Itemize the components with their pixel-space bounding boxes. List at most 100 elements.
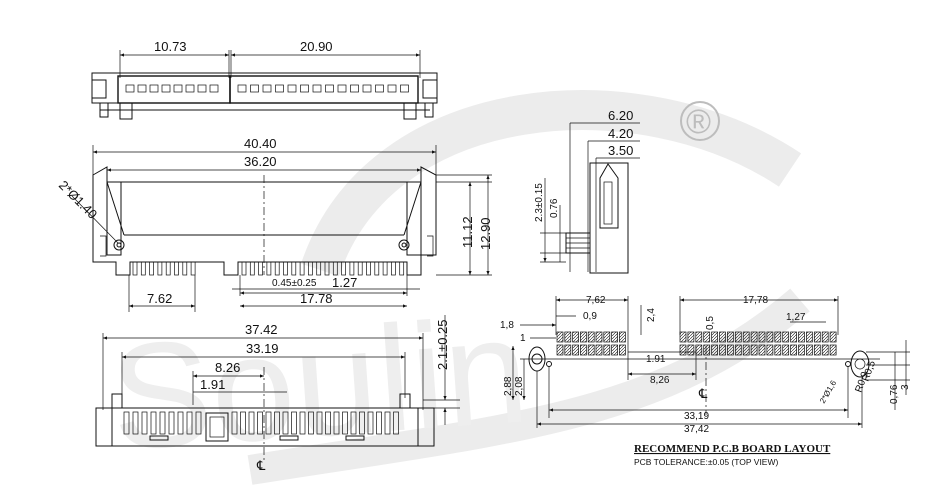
bottom-pin bbox=[384, 411, 391, 435]
pcb-pad bbox=[742, 331, 750, 343]
pcb-pad bbox=[687, 344, 695, 356]
front-pin bbox=[299, 261, 305, 276]
front-pin bbox=[349, 261, 355, 276]
pcb-pad bbox=[687, 331, 695, 343]
top-view: 10.73 20.90 bbox=[91, 39, 438, 120]
pcb-pad bbox=[711, 344, 718, 356]
bottom-pin bbox=[282, 411, 289, 435]
top-pin-window bbox=[337, 84, 347, 93]
front-pin bbox=[374, 261, 380, 276]
pcb-dim-33-19: 33,19 bbox=[684, 411, 709, 422]
dim-8-26: 8.26 bbox=[215, 360, 240, 375]
top-pin-window bbox=[350, 84, 359, 93]
pcb-pad bbox=[821, 344, 829, 356]
pcb-dim-0-5: 0,5 bbox=[705, 316, 716, 330]
pcb-dim-1: 1 bbox=[520, 333, 526, 344]
pcb-pad bbox=[619, 344, 626, 356]
pcb-pad bbox=[564, 344, 572, 356]
pcb-dim-0-9: 0,9 bbox=[583, 311, 597, 322]
pcb-pad bbox=[750, 344, 758, 356]
front-pin bbox=[132, 261, 138, 276]
dim-2-3-tol: 2.3±0.15 bbox=[534, 183, 545, 222]
pcb-pad bbox=[734, 344, 742, 356]
top-pin-window bbox=[362, 84, 372, 93]
front-pin bbox=[382, 261, 388, 276]
front-pin bbox=[249, 261, 255, 276]
dim-40-40: 40.40 bbox=[244, 136, 277, 151]
bottom-pin bbox=[132, 411, 139, 435]
front-pin bbox=[266, 261, 272, 276]
bottom-pin bbox=[159, 411, 166, 435]
bottom-pin bbox=[325, 411, 331, 435]
front-pin bbox=[174, 261, 179, 276]
bottom-pin bbox=[248, 411, 255, 435]
pcb-pad bbox=[774, 331, 782, 343]
pcb-pad bbox=[679, 331, 687, 343]
dim-1-91-bottom: 1.91 bbox=[200, 377, 225, 392]
pcb-pad bbox=[564, 331, 572, 343]
dim-12-90: 12.90 bbox=[478, 217, 493, 250]
pcb-pad bbox=[719, 344, 726, 356]
dim-11-12: 11.12 bbox=[460, 216, 475, 248]
pcb-pad bbox=[813, 331, 821, 343]
bottom-pin bbox=[376, 411, 382, 435]
bottom-pin bbox=[231, 411, 238, 435]
front-pin bbox=[140, 261, 146, 276]
front-pin bbox=[149, 261, 154, 276]
dim-1-27: 1.27 bbox=[332, 275, 357, 290]
front-pin bbox=[357, 261, 363, 276]
top-pin-window bbox=[262, 84, 272, 93]
pcb-dim-1-8: 1,8 bbox=[500, 320, 514, 331]
pcb-pad bbox=[611, 344, 618, 356]
front-pin bbox=[399, 261, 405, 276]
pcb-dim-3: 3 bbox=[900, 384, 911, 390]
pcb-dim-17-78: 17,78 bbox=[743, 295, 768, 306]
dim-36-20: 36.20 bbox=[244, 154, 277, 169]
top-pin-window bbox=[325, 84, 334, 93]
pcb-pad bbox=[758, 344, 766, 356]
dim-20-90: 20.90 bbox=[300, 39, 333, 54]
pcb-pad bbox=[679, 344, 687, 356]
bottom-pin bbox=[177, 411, 184, 435]
pcb-dim-2-88: 2,88 bbox=[503, 376, 514, 396]
pcb-pad bbox=[703, 331, 711, 343]
pcb-pad bbox=[829, 344, 837, 356]
pcb-pad bbox=[798, 331, 805, 343]
pcb-pad bbox=[813, 344, 821, 356]
pcb-pad bbox=[750, 331, 758, 343]
pcb-pad bbox=[580, 344, 587, 356]
bottom-pin bbox=[195, 411, 202, 435]
top-pin-window bbox=[250, 84, 259, 93]
pcb-pad bbox=[580, 331, 587, 343]
front-pin bbox=[332, 261, 338, 276]
bottom-pin bbox=[308, 411, 314, 435]
bottom-pin bbox=[123, 411, 130, 435]
pcb-pad bbox=[790, 344, 797, 356]
dim-0-76-side: 0.76 bbox=[549, 198, 560, 218]
pcb-pad bbox=[821, 331, 829, 343]
pcb-pad bbox=[695, 344, 703, 356]
pcb-pad bbox=[734, 331, 742, 343]
dim-0-45-tol: 0.45±0.25 bbox=[272, 278, 317, 289]
watermark: Soulin ® bbox=[106, 90, 810, 485]
bottom-pin bbox=[333, 411, 340, 435]
pcb-dim-2-08: 2,08 bbox=[514, 376, 525, 396]
pcb-dim-2-dia-1-6: 2*Ø1,6 bbox=[818, 378, 839, 405]
pcb-dim-37-42: 37,42 bbox=[684, 424, 709, 435]
pcb-dim-2-4: 2,4 bbox=[646, 308, 657, 322]
dim-17-78: 17.78 bbox=[300, 291, 333, 306]
pcb-layout: 7,62 0,9 1,8 1 2,4 0,5 17,78 1,27 1.91 bbox=[500, 295, 911, 467]
top-pin-window bbox=[237, 84, 247, 93]
bottom-pin bbox=[168, 411, 175, 435]
bottom-pin bbox=[342, 411, 348, 435]
pcb-pad bbox=[798, 344, 805, 356]
pcb-dim-8-26: 8,26 bbox=[650, 375, 670, 386]
pcb-layout-title: RECOMMEND P.C.B BOARD LAYOUT bbox=[634, 443, 831, 455]
top-pin-window bbox=[173, 84, 183, 93]
front-pin bbox=[258, 261, 263, 276]
bottom-pin bbox=[291, 411, 297, 435]
pcb-pad bbox=[719, 331, 726, 343]
front-pin bbox=[182, 261, 188, 276]
dim-7-62: 7.62 bbox=[147, 291, 172, 306]
